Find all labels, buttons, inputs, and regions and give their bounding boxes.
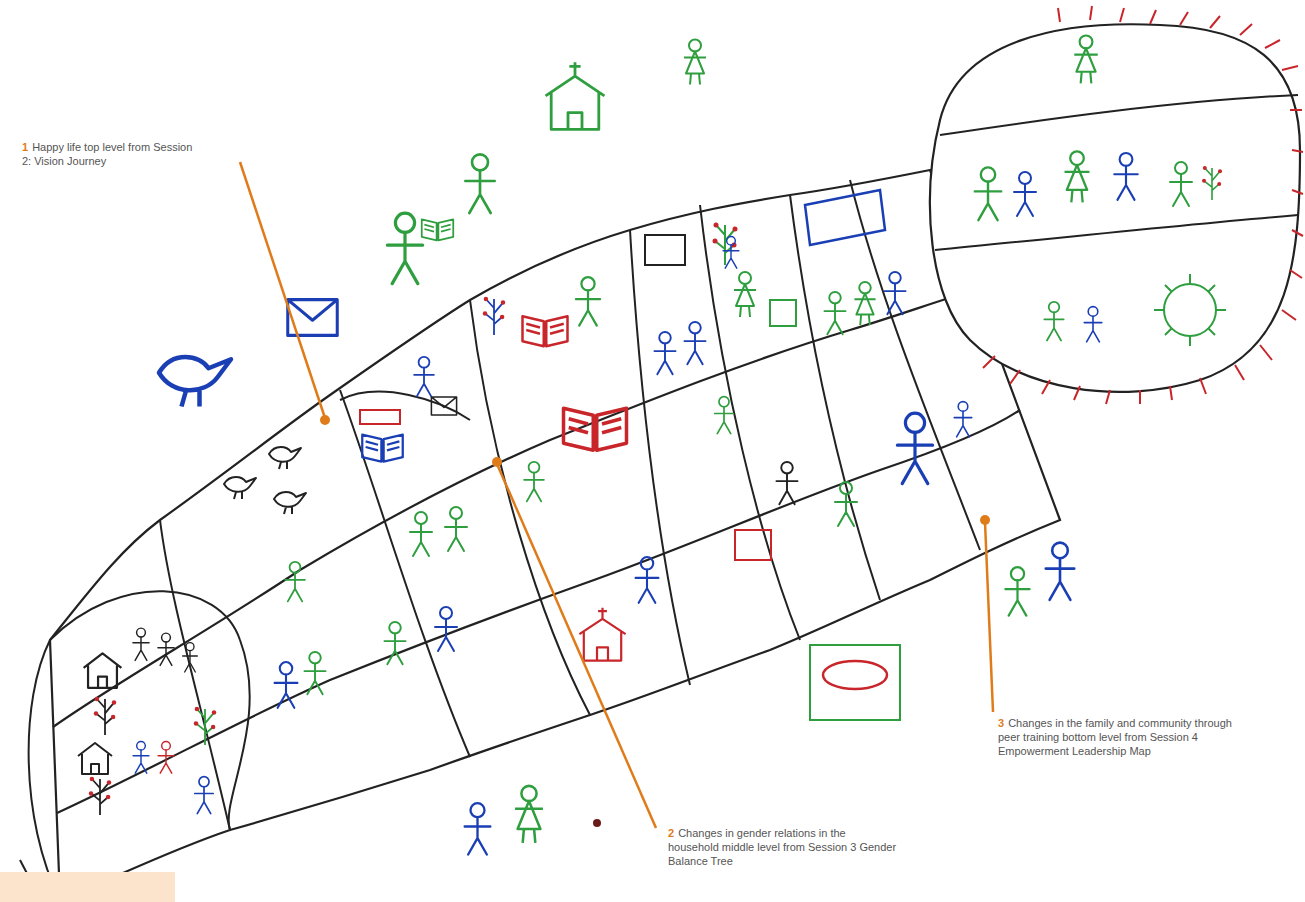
callout-number: 3 xyxy=(998,717,1004,729)
callout-text: Changes in gender relations in the house… xyxy=(668,827,896,867)
callout-text: Happy life top level from Session 2: Vis… xyxy=(22,141,192,167)
callout-number: 2 xyxy=(668,827,674,839)
callout: 3Changes in the family and community thr… xyxy=(998,716,1238,758)
callout: 1Happy life top level from Session 2: Vi… xyxy=(22,140,197,168)
callout-text: Changes in the family and community thro… xyxy=(998,717,1232,757)
callout: 2Changes in gender relations in the hous… xyxy=(668,826,898,868)
callout-number: 1 xyxy=(22,141,28,153)
